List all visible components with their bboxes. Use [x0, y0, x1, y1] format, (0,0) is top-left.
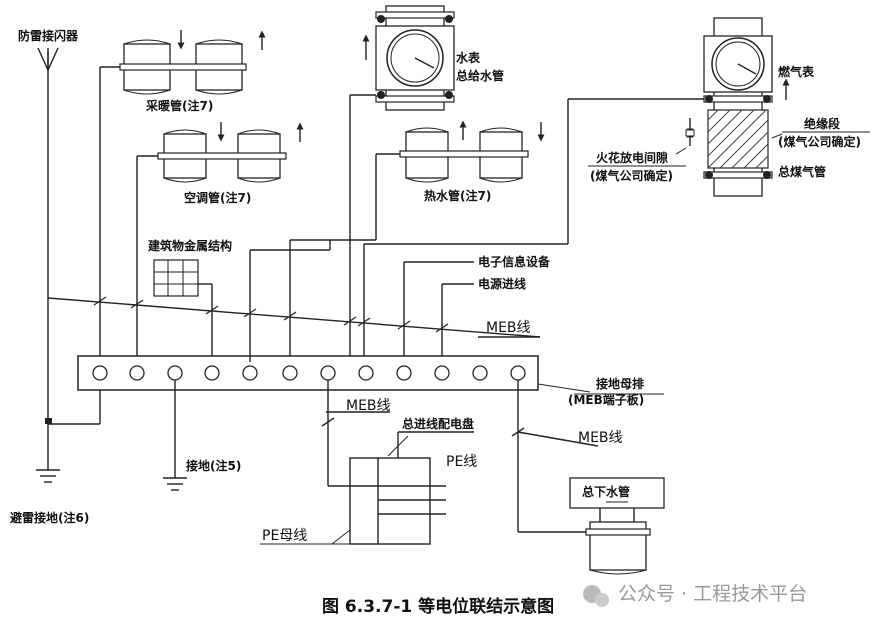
hot-water-pipe — [289, 120, 545, 362]
insulation-note-label: (煤气公司确定) — [778, 134, 861, 149]
grounding-busbar-label: 接地母排 — [596, 376, 644, 391]
main-distribution-board-label: 总进线配电盘 — [402, 416, 474, 431]
gas-meter — [363, 17, 790, 362]
heating-pipe-label: 采暖管(注7) — [145, 98, 213, 113]
heating-pipe — [99, 30, 266, 362]
meb-line-left-label: MEB线 — [346, 398, 391, 414]
building-metal-grid — [153, 259, 213, 362]
building-metal-label: 建筑物金属结构 — [147, 238, 232, 253]
lightning-rod — [37, 47, 59, 470]
main-water-pipe-label: 总给水管 — [456, 68, 504, 83]
lightning-grounding-label: 避雷接地(注6) — [10, 510, 89, 525]
ac-pipe-label: 空调管(注7) — [184, 190, 251, 205]
meb-line-right-label: MEB线 — [578, 430, 623, 446]
spark-gap-label: 火花放电间隙 — [596, 150, 668, 165]
spark-gap-note-label: (煤气公司确定) — [590, 168, 673, 183]
main-gas-pipe-label: 总煤气管 — [778, 164, 826, 179]
insulation-section-label: 绝缘段 — [804, 116, 841, 131]
gas-meter-label: 燃气表 — [778, 64, 815, 79]
pe-busbar-label: PE母线 — [262, 528, 307, 544]
electronic-equipment-feed — [403, 261, 474, 362]
water-meter-label: 水表 — [456, 50, 481, 65]
meb-line-top — [47, 296, 541, 338]
grounding-label: 接地(注5) — [186, 458, 241, 473]
meb-terminal-label: (MEB端子板) — [568, 392, 644, 407]
ac-pipe — [136, 122, 304, 362]
meb-line-top-label: MEB线 — [486, 320, 531, 336]
pe-line-label: PE线 — [446, 454, 477, 470]
grounding-symbol — [163, 380, 187, 491]
lightning-rod-label: 防雷接闪器 — [18, 28, 79, 43]
power-incoming-label: 电源进线 — [478, 276, 526, 291]
main-drain-pipe-label: 总下水管 — [582, 484, 630, 499]
water-meter — [349, 5, 455, 362]
drain-pipe — [511, 380, 665, 575]
lightning-ground-symbol — [36, 390, 101, 483]
watermark-text: 公众号 · 工程技术平台 — [618, 583, 807, 605]
grounding-busbar — [77, 240, 664, 395]
distribution-board — [260, 380, 474, 545]
hot-water-pipe-label: 热水管(注7) — [424, 188, 491, 203]
electronic-equipment-label: 电子信息设备 — [478, 254, 551, 269]
watermark: 公众号 · 工程技术平台 — [583, 583, 807, 607]
figure-caption: 图 6.3.7-1 等电位联结示意图 — [322, 596, 554, 617]
